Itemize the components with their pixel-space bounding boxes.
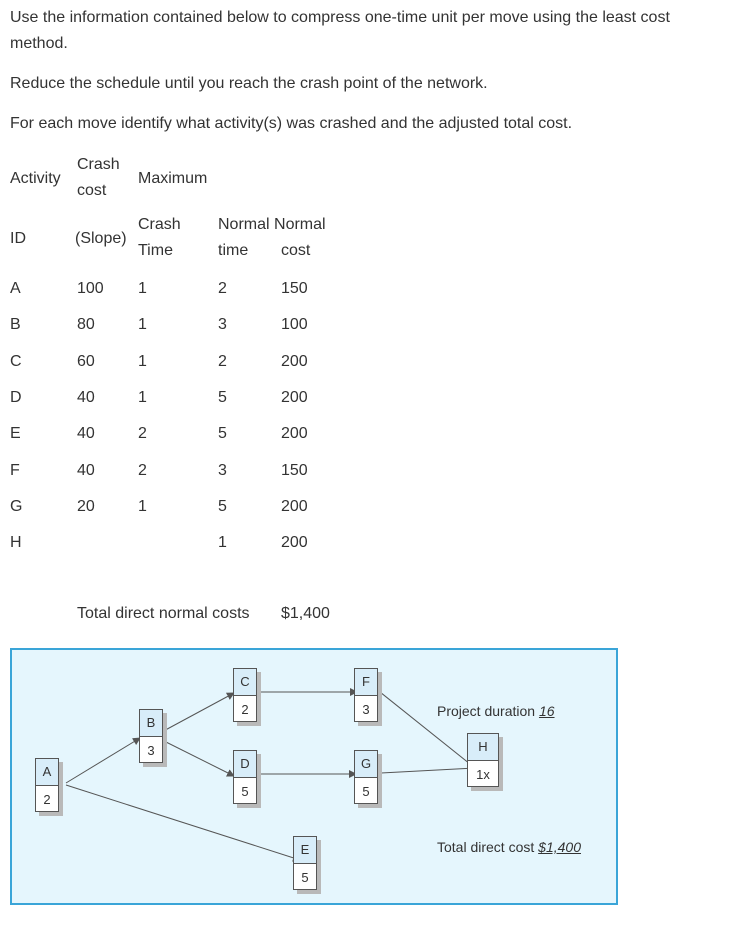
row-crash-time: 1 [138,316,147,334]
node-g: G 5 [354,750,378,804]
arrow-a-b [65,737,141,784]
node-e-duration: 5 [301,870,309,885]
total-normal-label: Total direct normal costs [77,605,250,622]
node-a-duration: 2 [43,792,51,807]
arrow-b-c [157,692,235,735]
row-crash-time: 1 [138,280,147,297]
row-slope: 60 [77,352,95,370]
header-id: ID [10,230,26,247]
row-id: G [10,497,23,515]
node-d-duration: 5 [241,784,249,799]
instruction-line-2: method. [10,35,68,52]
row-normal-cost: 150 [281,280,308,297]
row-id: B [10,316,21,334]
header-crash-time-2: Time [138,242,173,259]
row-id: C [10,352,22,370]
node-c-duration: 2 [241,702,249,717]
node-f-label: F [355,669,377,696]
network-arrows [65,688,476,862]
total-normal-value: $1,400 [281,605,330,622]
node-c-label: C [234,669,256,696]
node-h-label: H [468,734,498,761]
header-activity: Activity [10,170,61,187]
row-id: D [10,388,22,406]
row-normal-cost: 200 [281,388,308,406]
row-crash-time: 2 [138,461,147,479]
row-normal-time: 2 [218,352,227,370]
header-normal-cost: cost [281,242,311,259]
node-b-label: B [140,710,162,737]
arrow-g-h [379,764,476,774]
row-normal-time: 5 [218,388,227,406]
header-maximum: Maximum [138,170,208,187]
node-a: A 2 [35,758,59,812]
row-id: A [10,280,21,297]
header-normal-time: time [218,242,249,259]
row-crash-time: 1 [138,388,147,406]
project-duration-value: 16 [538,703,555,719]
node-a-label: A [36,759,58,786]
row-slope: 40 [77,388,95,406]
node-d: D 5 [233,750,257,804]
row-crash-time: 2 [138,425,147,443]
header-crash-time-1: Crash [138,216,181,233]
total-direct-cost-label: Total direct cost [437,839,535,855]
header-cost: cost [77,182,107,199]
row-normal-cost: 100 [281,316,308,334]
row-normal-time: 2 [218,280,227,297]
row-id: H [10,534,22,552]
row-normal-cost: 150 [281,461,308,479]
arrow-a-e [65,784,301,862]
network-diagram: A 2 B 3 C 2 D 5 E 5 F 3 G 5 H 1x Project… [10,648,618,905]
row-normal-cost: 200 [281,352,308,370]
row-crash-time: 1 [138,497,147,515]
instruction-line-1: Use the information contained below to c… [10,9,670,26]
row-normal-time: 3 [218,316,227,334]
arrow-f-h [379,691,476,769]
row-slope: 20 [77,497,95,515]
row-slope: 40 [77,425,95,443]
row-normal-cost: 200 [281,425,308,443]
row-normal-cost: 200 [281,534,308,552]
node-e: E 5 [293,836,317,890]
row-normal-time: 5 [218,425,227,443]
project-duration-label: Project duration [437,703,536,719]
instruction-line-3: Reduce the schedule until you reach the … [10,75,488,92]
node-c: C 2 [233,668,257,722]
row-slope: 100 [77,280,104,297]
row-normal-time: 1 [218,534,227,552]
node-b: B 3 [139,709,163,763]
total-direct-cost: Total direct cost $1,400 [437,839,581,855]
row-normal-cost: 200 [281,497,308,515]
node-h: H 1x [467,733,499,787]
node-g-label: G [355,751,377,778]
node-h-duration: 1x [476,767,490,782]
node-f-duration: 3 [362,702,370,717]
header-crash: Crash [77,156,120,173]
node-b-duration: 3 [147,743,155,758]
node-g-duration: 5 [362,784,370,799]
project-duration: Project duration 16 [437,703,555,719]
node-d-label: D [234,751,256,778]
arrow-b-d [157,737,235,777]
row-crash-time: 1 [138,352,147,370]
node-f: F 3 [354,668,378,722]
row-id: F [10,461,20,479]
header-slope: (Slope) [75,230,127,247]
row-normal-time: 3 [218,461,227,479]
row-id: E [10,425,21,443]
row-slope: 40 [77,461,95,479]
row-normal-time: 5 [218,497,227,515]
instruction-line-4: For each move identify what activity(s) … [10,115,573,132]
node-e-label: E [294,837,316,864]
row-slope: 80 [77,316,95,334]
total-direct-cost-value: $1,400 [538,839,581,855]
header-normal-normal: Normal Normal [218,216,326,233]
